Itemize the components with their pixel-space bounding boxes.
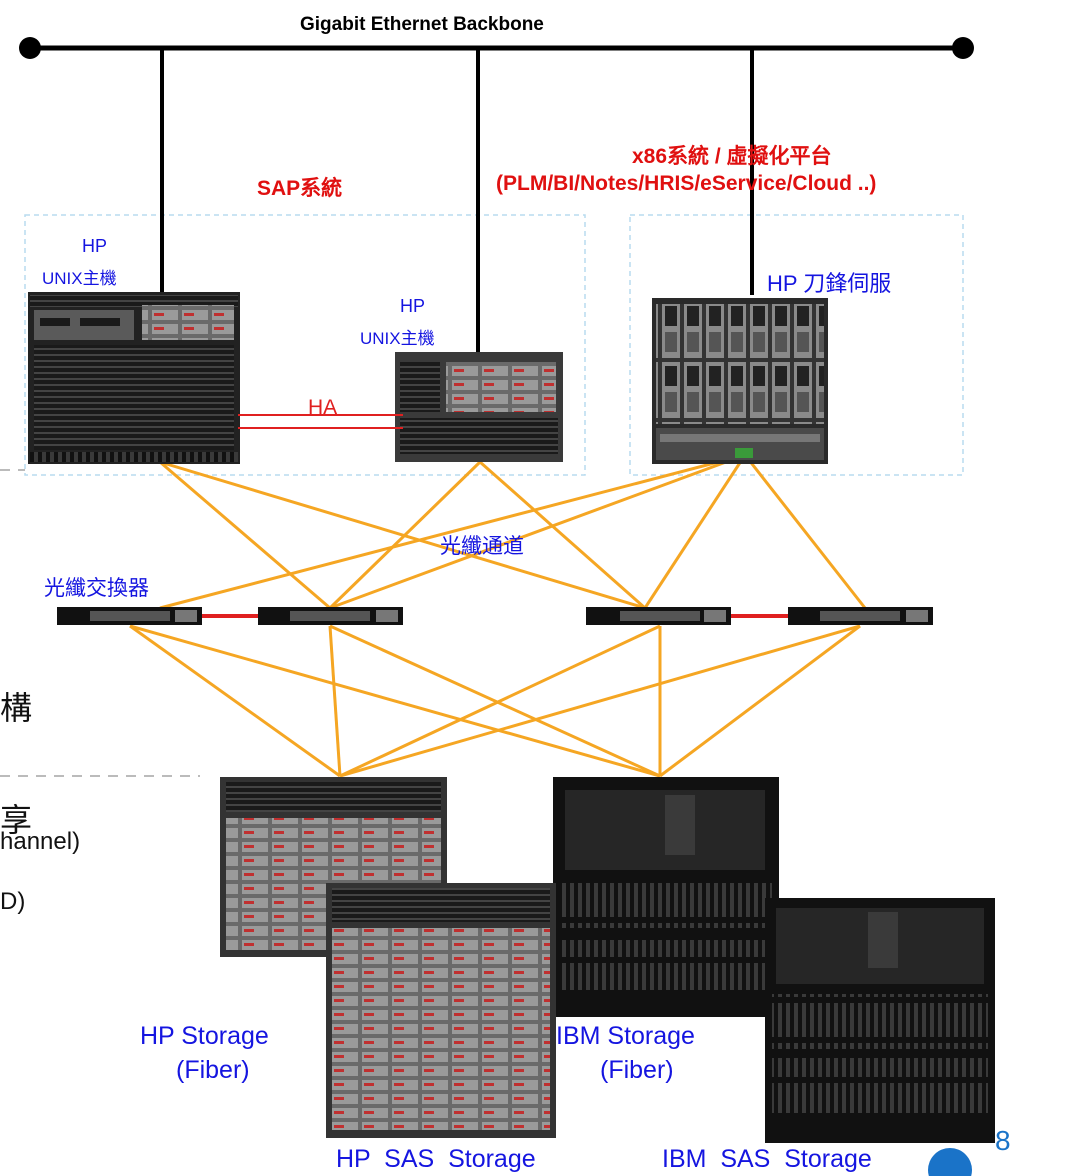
page-number: 8: [995, 1125, 1011, 1156]
blade-chassis-image: [652, 298, 828, 464]
fiber-links-upper: [159, 453, 867, 610]
x86-group-box: [629, 214, 964, 476]
ibm-fiber-storage-label-line1: IBM Storage: [556, 1022, 695, 1051]
ibm-sas-storage-label: IBM SAS Storage: [662, 1145, 872, 1173]
backbone-label: Gigabit Ethernet Backbone: [300, 14, 544, 35]
hp-sas-storage-label: HP SAS Storage: [336, 1145, 536, 1173]
blade-label: HP 刀鋒伺服: [767, 271, 892, 296]
x86-title: x86系統 / 虛擬化平台: [632, 145, 832, 168]
ha-links: [238, 414, 403, 429]
sap-group-box: [24, 214, 586, 476]
fiber-links-lower: [129, 624, 861, 778]
hp-unix-1-label-line2: UNIX主機: [42, 269, 117, 288]
backbone-endpoint-right: [952, 37, 974, 59]
backbone-endpoint-left: [19, 37, 41, 59]
partial-text-4: 享: [0, 801, 33, 839]
fiber-switch-1: [57, 607, 202, 625]
hp-unix-1-label-line1: HP: [82, 236, 108, 256]
page-badge: [928, 1148, 972, 1176]
hp-fiber-storage-label-line2: (Fiber): [176, 1056, 250, 1084]
ha-label: HA: [308, 396, 338, 419]
x86-subtitle: (PLM/BI/Notes/HRIS/eService/Cloud ..): [496, 172, 877, 195]
fiber-switch-2: [258, 607, 403, 625]
fiber-switch-4: [788, 607, 933, 625]
fiber-switch-3: [586, 607, 731, 625]
hp-fiber-storage-label-line1: HP Storage: [140, 1022, 269, 1050]
fiber-channel-label: 光纖通道: [440, 534, 524, 558]
partial-text-2: hannel): [0, 828, 81, 855]
partial-text-1: 構: [0, 689, 33, 727]
hp-unix-server-2-image: [395, 352, 563, 462]
hp-sas-storage-image: [326, 883, 556, 1138]
ibm-fiber-storage-image: [553, 777, 779, 1017]
sap-title: SAP系統: [257, 177, 343, 200]
hp-unix-2-label-line2: UNIX主機: [360, 329, 435, 348]
fiber-switch-label: 光纖交換器: [44, 576, 149, 600]
hp-unix-2-label-line1: HP: [400, 296, 426, 316]
hp-unix-server-1-image: [28, 292, 240, 464]
partial-text-3: D): [0, 888, 26, 915]
ibm-fiber-storage-label-line2: (Fiber): [600, 1056, 674, 1084]
ibm-sas-storage-image: [765, 898, 995, 1143]
